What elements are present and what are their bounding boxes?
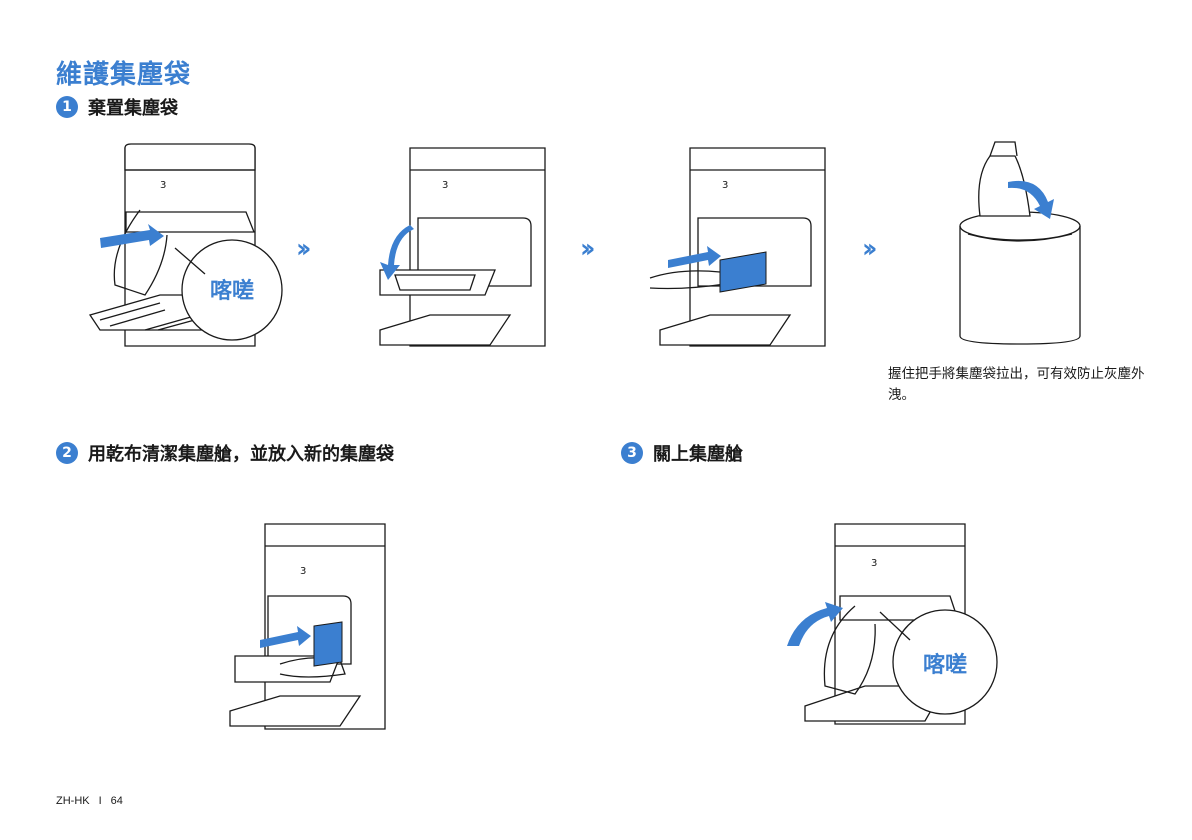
svg-text:3: 3 — [160, 180, 166, 191]
svg-text:3: 3 — [722, 180, 728, 191]
page-footer: ZH-HK I 64 — [56, 795, 123, 807]
illustration-insert-bag: 3 — [230, 516, 390, 738]
step-1-heading: 1 棄置集塵袋 — [56, 94, 178, 120]
page-title: 維護集塵袋 — [56, 54, 191, 91]
illustration-pull-bag: 3 — [650, 140, 830, 360]
illustration-close-compartment: 3 喀嗟 — [785, 516, 995, 738]
illustration-dispose-bin — [950, 136, 1090, 351]
footer-language: ZH-HK — [56, 795, 90, 807]
step-3-heading: 3 關上集塵艙 — [621, 440, 743, 466]
footer-separator: I — [99, 795, 102, 807]
step-1-title: 棄置集塵袋 — [88, 94, 178, 120]
next-step-arrow-3: ›› — [862, 234, 871, 264]
step-2-heading: 2 用乾布清潔集塵艙，並放入新的集塵袋 — [56, 440, 394, 466]
step-3-title: 關上集塵艙 — [653, 440, 743, 466]
svg-text:3: 3 — [871, 558, 877, 569]
step-3-number: 3 — [621, 442, 643, 464]
illustration-press-release: 3 喀嗟 — [80, 140, 300, 360]
step-1-number: 1 — [56, 96, 78, 118]
footer-page-number: 64 — [111, 795, 123, 807]
dispose-caption: 握住把手將集塵袋拉出，可有效防止灰塵外洩。 — [888, 364, 1150, 406]
illustration-open-tray: 3 — [370, 140, 550, 360]
next-step-arrow-2: ›› — [580, 234, 589, 264]
click-text-1: 喀嗟 — [210, 278, 254, 304]
next-step-arrow-1: ›› — [296, 234, 305, 264]
svg-text:3: 3 — [300, 566, 306, 577]
click-text-2: 喀嗟 — [923, 652, 967, 678]
step-2-title: 用乾布清潔集塵艙，並放入新的集塵袋 — [88, 440, 394, 466]
step-2-number: 2 — [56, 442, 78, 464]
svg-text:3: 3 — [442, 180, 448, 191]
